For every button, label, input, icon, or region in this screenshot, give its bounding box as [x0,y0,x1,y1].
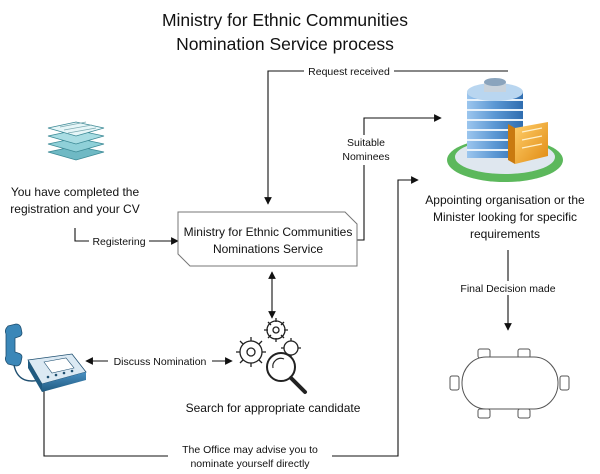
registering-label: Registering [92,236,145,248]
registering-label-bg [89,235,149,248]
candidate-text-line1: You have completed the [11,185,140,199]
candidate-text-line2: registration and your CV [10,202,139,216]
request-received-arrow [264,70,508,205]
suitable-nominees-label-line2: Nominees [342,151,389,163]
nominations-service-box [177,211,358,267]
request-received-label: Request received [308,66,390,78]
appointing-text-line1: Appointing organisation or the [425,193,585,207]
suitable-nominees-label-line1: Suitable [347,137,385,149]
suitable-nominees-label-bg [342,135,388,165]
service-text-line1: Ministry for Ethnic Communities [184,225,353,239]
discuss-nomination-label: Discuss Nomination [114,356,207,368]
service-text-line2: Nominations Service [213,242,323,256]
documents-icon [47,121,105,161]
final-decision-label: Final Decision made [460,283,555,295]
search-label: Search for appropriate candidate [186,401,361,415]
advise-arrow [43,176,419,457]
telephone-icon [4,323,87,392]
discuss-nomination-label-bg [108,354,212,368]
final-decision-label-bg [455,281,561,295]
diagram-title-line2: Nomination Service process [176,34,394,54]
advise-label-bg [168,442,332,472]
suitable-nominees-arrow [357,114,442,241]
appointing-text-line3: requirements [470,227,540,241]
diagram-title-line1: Ministry for Ethnic Communities [162,10,408,30]
office-building-icon [447,78,563,182]
advise-label-line2: nominate yourself directly [190,458,310,470]
appointing-text-line2: Minister looking for specific [433,210,577,224]
meeting-table-icon [449,348,570,419]
request-received-label-bg [304,64,394,78]
gears-magnifier-icon [236,318,307,394]
advise-label-line1: The Office may advise you to [182,444,318,456]
